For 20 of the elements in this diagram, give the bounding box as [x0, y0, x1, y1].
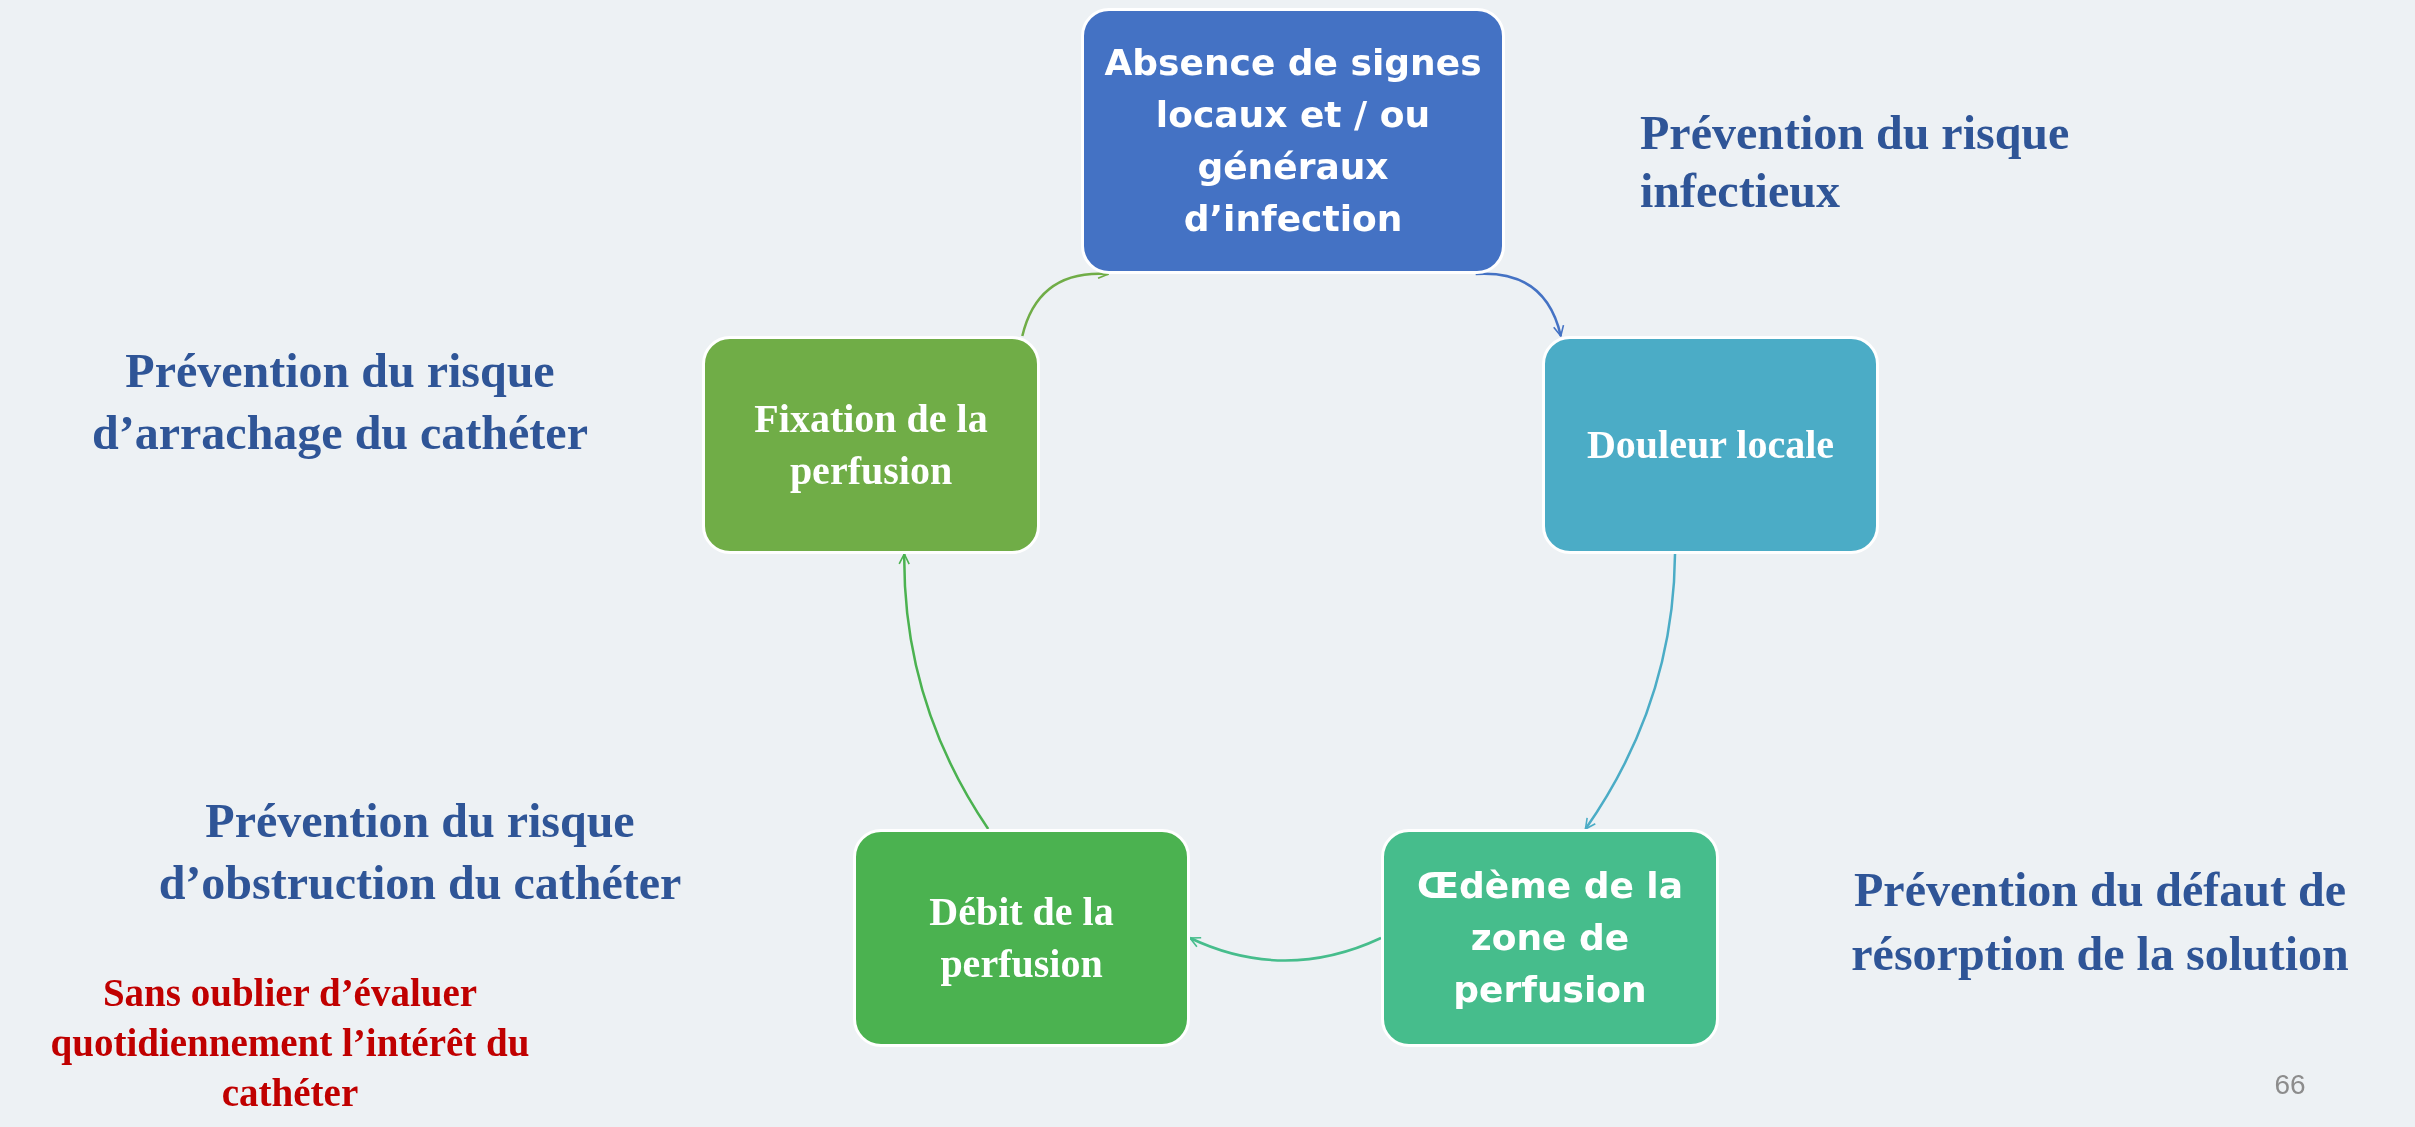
- box-label: Absence de signes locaux et / ou généraux d’infection: [1103, 41, 1483, 241]
- annotation-text: Prévention du défaut de résorption de la solution: [1850, 862, 2350, 982]
- curved-arrow: [898, 553, 990, 830]
- process-box: [702, 336, 1040, 554]
- process-box: [1081, 8, 1505, 274]
- box-label: Œdème de la zone de perfusion: [1416, 864, 1684, 1012]
- process-box: [1542, 336, 1879, 554]
- box-label: Douleur locale: [1587, 421, 1834, 469]
- process-box: [853, 829, 1190, 1047]
- annotation-text: Prévention du risque infectieux: [1640, 105, 2071, 219]
- box-label: Fixation de la perfusion: [753, 395, 989, 495]
- box-label: Débit de la perfusion: [928, 888, 1115, 988]
- annotation-text: Prévention du risque d’arrachage du cathéter: [91, 343, 589, 461]
- curved-arrow: [1584, 553, 1677, 830]
- curved-arrow: [1475, 272, 1564, 337]
- annotation-text: Prévention du risque d’obstruction du cathéter: [157, 793, 683, 911]
- note-text: Sans oublier d’évaluer quotidiennement l’intérêt du cathéter: [49, 970, 531, 1116]
- curved-arrow: [1189, 936, 1382, 962]
- process-box: [1381, 829, 1719, 1047]
- page-number: 66: [2273, 1068, 2307, 1102]
